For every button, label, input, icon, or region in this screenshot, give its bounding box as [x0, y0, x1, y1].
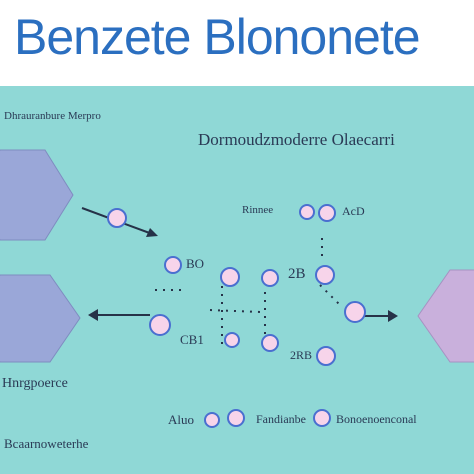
node-7 — [315, 265, 335, 285]
node-14 — [227, 409, 245, 427]
label-node-left: BO — [186, 256, 205, 271]
hexagon-top-left — [0, 149, 74, 241]
label-bottom-left-2: Bcaarnoweterhe — [4, 436, 89, 451]
node-6 — [318, 204, 336, 222]
node-3 — [220, 267, 240, 287]
label-node-top: Rinnee — [242, 204, 274, 216]
label-bottom-left-1: Hnrgpoerce — [2, 376, 68, 391]
diagram-heading: Dormoudzmoderre Olaecarri — [198, 130, 395, 149]
node-12 — [316, 346, 336, 366]
node-13 — [204, 412, 220, 428]
label-bottom-row-1: Aluo — [168, 412, 194, 427]
label-node-mid: 2B — [288, 266, 306, 282]
hexagon-right — [417, 269, 474, 363]
node-15 — [313, 409, 331, 427]
hexagon-mid-left — [0, 274, 81, 363]
node-10 — [261, 334, 279, 352]
node-4 — [261, 269, 279, 287]
connectors — [155, 238, 341, 345]
nodes — [107, 204, 366, 428]
node-8 — [149, 314, 171, 336]
label-node-lower-right: 2RB — [290, 348, 313, 362]
node-5 — [299, 204, 315, 220]
arrowhead-top — [146, 228, 158, 237]
arrowhead-left — [88, 309, 98, 321]
node-1 — [107, 208, 127, 228]
label-bottom-row-2: Fandianbe — [256, 412, 306, 426]
label-bottom-row-3: Bonoenoenconal — [336, 412, 417, 426]
label-node-lower-left: CB1 — [180, 332, 204, 347]
node-11 — [344, 301, 366, 323]
arrowhead-right — [388, 310, 398, 322]
page-title: Benzete Blononete — [14, 9, 421, 65]
header-bar: Benzete Blononete — [0, 0, 474, 82]
node-2 — [164, 256, 182, 274]
diagram-canvas — [0, 149, 474, 428]
diagram-panel: Dhrauranbure Merpro Dormoudzmoderre Olae… — [0, 86, 474, 474]
label-top-left: Dhrauranbure Merpro — [4, 110, 101, 122]
node-9 — [224, 332, 240, 348]
label-node-top-right: AcD — [342, 204, 365, 218]
